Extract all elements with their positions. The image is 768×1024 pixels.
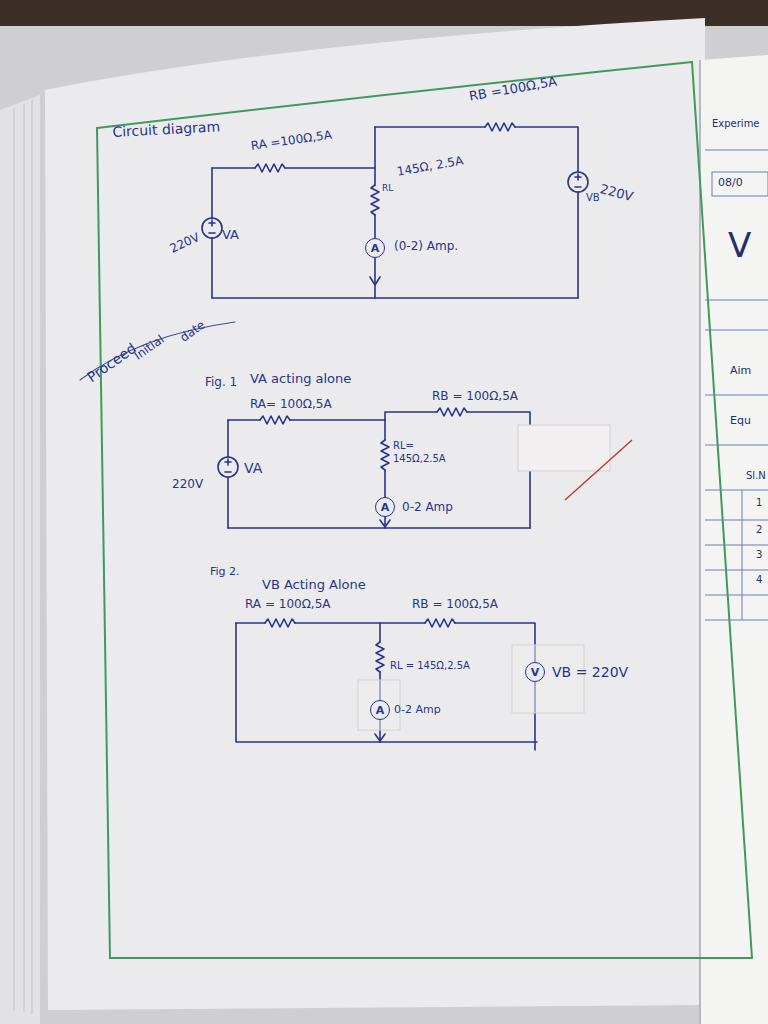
pasted-patch — [518, 425, 610, 471]
handwritten-label: 0-2 Amp — [394, 704, 441, 717]
handwritten-label: 145Ω, 2.5A — [396, 154, 464, 179]
handwritten-label: 220V — [598, 182, 634, 205]
meter-letter: A — [376, 705, 385, 716]
handwritten-label: VA — [222, 228, 239, 243]
handwritten-label: 220V — [168, 231, 202, 257]
handwritten-label: Initial — [132, 333, 167, 363]
resistor-symbol — [485, 123, 515, 131]
red-mark — [565, 440, 632, 500]
handwritten-label: V — [728, 226, 751, 265]
circuit-wires — [228, 412, 530, 528]
current-arrow — [370, 277, 380, 285]
resistor-symbol — [260, 416, 290, 424]
title-text: Circuit diagram — [112, 118, 220, 140]
handwritten-label: VA acting alone — [250, 372, 351, 387]
handwritten-label: 3 — [756, 549, 762, 561]
handwritten-label: RB = 100Ω,5A — [412, 598, 498, 612]
meter-symbol: A — [365, 238, 385, 258]
resistor-symbol — [265, 619, 295, 627]
page-stack-edges — [14, 100, 32, 1014]
handwritten-label: Equ — [730, 415, 751, 428]
handwritten-label: Fig. 1 — [205, 376, 237, 390]
handwritten-label: 4 — [756, 574, 762, 586]
handwritten-label: VB — [586, 192, 600, 204]
voltage-source — [568, 172, 588, 192]
handwritten-label: Sl.N — [746, 470, 766, 482]
resistor-symbol — [425, 619, 455, 627]
resistor-symbol — [255, 164, 285, 172]
handwritten-label: RB =100Ω,5A — [468, 75, 558, 105]
resistor-symbol — [371, 185, 379, 215]
handwritten-label: RL = 145Ω,2.5A — [390, 660, 470, 672]
meter-letter: A — [381, 502, 390, 513]
handwritten-label: 220V — [172, 478, 203, 492]
current-arrow — [380, 520, 390, 527]
resistor-symbol — [381, 440, 389, 470]
page-border — [97, 62, 752, 958]
handwritten-label: 08/0 — [718, 177, 743, 190]
handwritten-label: RL= — [393, 440, 414, 452]
meter-letter: V — [531, 667, 540, 678]
meter-symbol: V — [525, 662, 545, 682]
handwritten-label: VB = 220V — [552, 664, 628, 680]
current-arrow — [375, 734, 385, 741]
handwritten-label: RA = 100Ω,5A — [245, 598, 330, 612]
page-stack — [0, 95, 40, 1024]
meter-symbol: A — [370, 700, 390, 720]
handwritten-label: 0-2 Amp — [402, 501, 453, 515]
pasted-patch — [358, 680, 400, 730]
resistor-symbol — [437, 408, 467, 416]
handwritten-label: Fig 2. — [210, 566, 240, 579]
right-page-rules — [705, 150, 768, 620]
handwritten-label: date — [178, 318, 208, 345]
handwritten-label: VA — [244, 460, 262, 476]
handwritten-label: VB Acting Alone — [262, 578, 366, 593]
meter-symbol: A — [375, 497, 395, 517]
handwritten-label: (0-2) Amp. — [394, 240, 458, 254]
voltage-source — [218, 457, 238, 477]
handwritten-label: RA =100Ω,5A — [250, 129, 333, 154]
resistor-symbol — [376, 642, 384, 672]
voltage-source — [202, 218, 222, 238]
handwritten-label: RA= 100Ω,5A — [250, 398, 332, 412]
handwritten-label: Proceed — [84, 340, 139, 385]
handwritten-label: 1 — [756, 497, 762, 509]
handwritten-label: RB = 100Ω,5A — [432, 390, 518, 404]
handwritten-label: Experime — [712, 118, 760, 130]
circuit-wires — [212, 127, 578, 298]
handwritten-label: Aim — [730, 365, 751, 378]
circuit-wires — [236, 623, 537, 750]
main-page — [45, 18, 705, 1010]
meter-letter: A — [371, 243, 380, 254]
handwritten-label: 2 — [756, 524, 762, 536]
handwritten-label: 145Ω,2.5A — [393, 453, 446, 465]
handwritten-label: RL — [382, 183, 393, 193]
circuit-wires — [380, 663, 535, 720]
right-page — [700, 55, 768, 1024]
